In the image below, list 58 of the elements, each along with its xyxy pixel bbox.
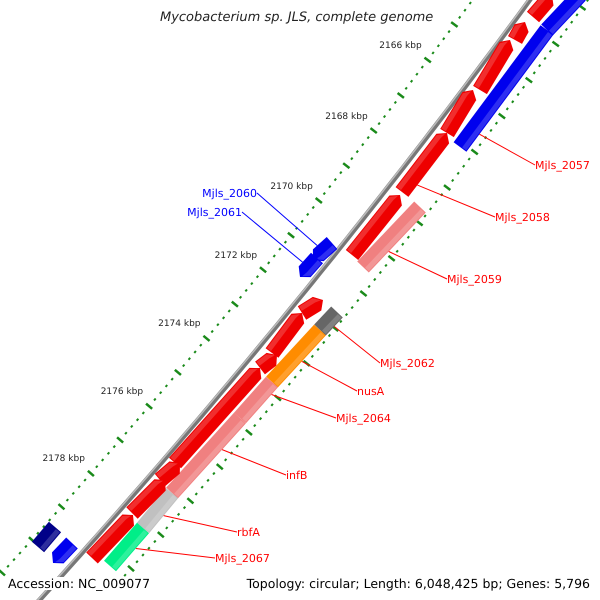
- leader-line: [416, 184, 496, 218]
- leader-line: [271, 394, 336, 418]
- gene-label: infB: [286, 469, 308, 482]
- gene-segment: [312, 237, 338, 262]
- gene-segment: [266, 324, 326, 388]
- gene-segment: [169, 368, 262, 468]
- scale-label: 2174 kbp: [158, 319, 200, 330]
- gene-segment: [440, 90, 476, 138]
- gene-segment: [86, 514, 134, 564]
- gene-segment: [154, 461, 180, 486]
- gene-segment: [52, 538, 78, 564]
- title: Mycobacterium sp. JLS, complete genome: [160, 11, 434, 24]
- gene-segment: [266, 313, 304, 358]
- gene-label: Mjls_2059: [447, 273, 502, 286]
- gene-segment: [136, 488, 178, 534]
- gene-label: Mjls_2057: [535, 159, 590, 172]
- gene-segment: [298, 252, 323, 278]
- gene-segment: [473, 40, 514, 94]
- leader-line: [478, 134, 536, 166]
- gene-segment: [166, 412, 246, 498]
- gene-label: Mjls_2060: [202, 187, 257, 200]
- leader-line: [334, 326, 380, 364]
- leader-line: [242, 212, 304, 263]
- leader-line: [222, 449, 286, 476]
- gene-label: Mjls_2064: [336, 412, 391, 425]
- gene-segment: [104, 522, 149, 572]
- gene-segment: [126, 479, 166, 519]
- gene-segment: [298, 296, 323, 320]
- gene-segment: [234, 376, 278, 424]
- scale-label: 2176 kbp: [100, 387, 144, 398]
- leader-line: [388, 251, 448, 280]
- scale-label: 2168 kbp: [325, 112, 368, 123]
- accession-text: Accession: NC_009077: [8, 577, 150, 590]
- gene-segment: [346, 195, 402, 260]
- gene-label: Mjls_2067: [215, 552, 270, 565]
- gene-label: nusA: [357, 385, 384, 398]
- leader-line: [135, 548, 216, 558]
- gene-segment: [508, 22, 529, 44]
- scale-label: 2178 kbp: [42, 454, 85, 466]
- scale-label: 2172 kbp: [214, 250, 258, 262]
- gene-segment: [526, 0, 554, 22]
- gene-segment: [32, 522, 62, 552]
- gene-segment: [541, 0, 586, 36]
- gene-segment: [454, 25, 554, 152]
- gene-label: Mjls_2058: [495, 211, 550, 224]
- genome-summary: Topology: circular; Length: 6,048,425 bp; Genes: 5,796: [246, 577, 590, 590]
- gene-label: Mjls_2061: [187, 206, 242, 219]
- leader-line: [301, 360, 358, 392]
- gene-segment: [255, 352, 277, 374]
- gene-label: Mjls_2062: [380, 357, 435, 370]
- leader-line: [163, 515, 238, 532]
- gene-label: rbfA: [237, 526, 260, 539]
- gene-segment: [396, 133, 450, 197]
- scale-label: 2170 kbp: [270, 182, 313, 193]
- scale-label: 2166 kbp: [379, 41, 422, 52]
- gene-segment: [357, 202, 426, 272]
- gene-segment: [314, 306, 343, 336]
- leader-line: [256, 192, 318, 246]
